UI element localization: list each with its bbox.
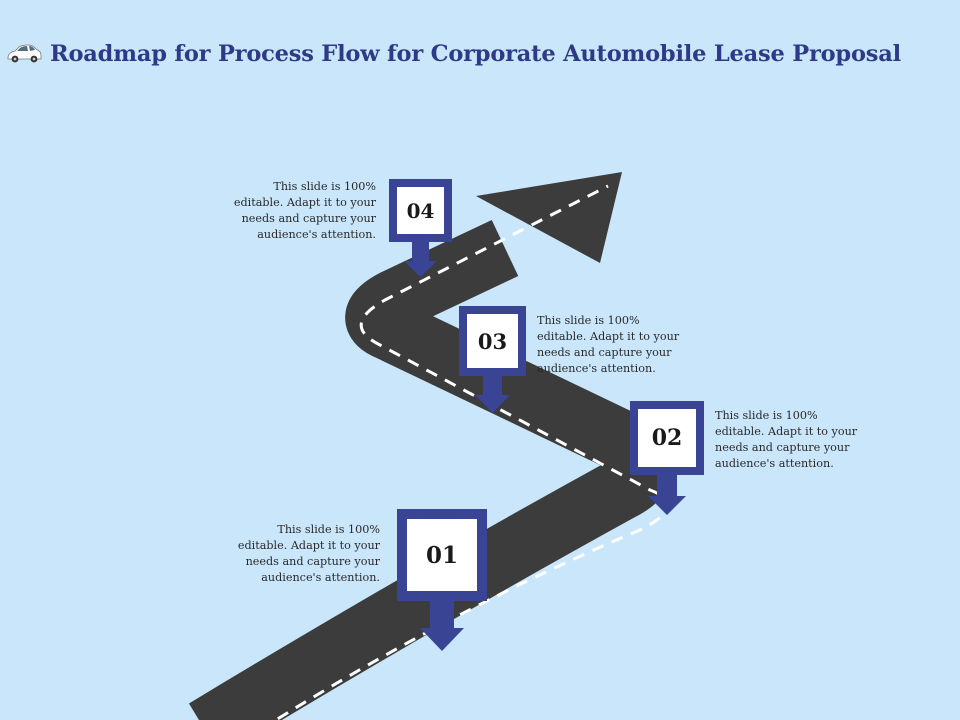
- step-number: 03: [467, 314, 518, 368]
- road-arrowhead: [476, 172, 622, 263]
- page-title: Roadmap for Process Flow for Corporate A…: [50, 41, 901, 67]
- chevron-down-icon: [648, 474, 686, 515]
- chevron-down-icon: [404, 241, 437, 277]
- title-row: Roadmap for Process Flow for Corporate A…: [6, 36, 901, 72]
- chevron-down-icon: [420, 600, 464, 651]
- road-body: [188, 219, 674, 720]
- step-marker-01: 01: [397, 509, 487, 653]
- step-marker-04: 04: [389, 179, 452, 279]
- step-description-04: This slide is 100% editable. Adapt it to…: [233, 180, 376, 241]
- car-icon: [7, 44, 42, 63]
- step-description-03: This slide is 100% editable. Adapt it to…: [537, 314, 680, 375]
- step-number: 01: [407, 519, 477, 591]
- chevron-down-icon: [475, 375, 510, 413]
- step-description-02: This slide is 100% editable. Adapt it to…: [715, 409, 858, 470]
- step-number: 04: [397, 187, 444, 234]
- step-description-01: This slide is 100% editable. Adapt it to…: [237, 523, 380, 584]
- step-number: 02: [638, 409, 696, 467]
- step-marker-03: 03: [459, 306, 526, 414]
- step-marker-02: 02: [630, 401, 704, 517]
- road-dashed-line: [273, 184, 670, 720]
